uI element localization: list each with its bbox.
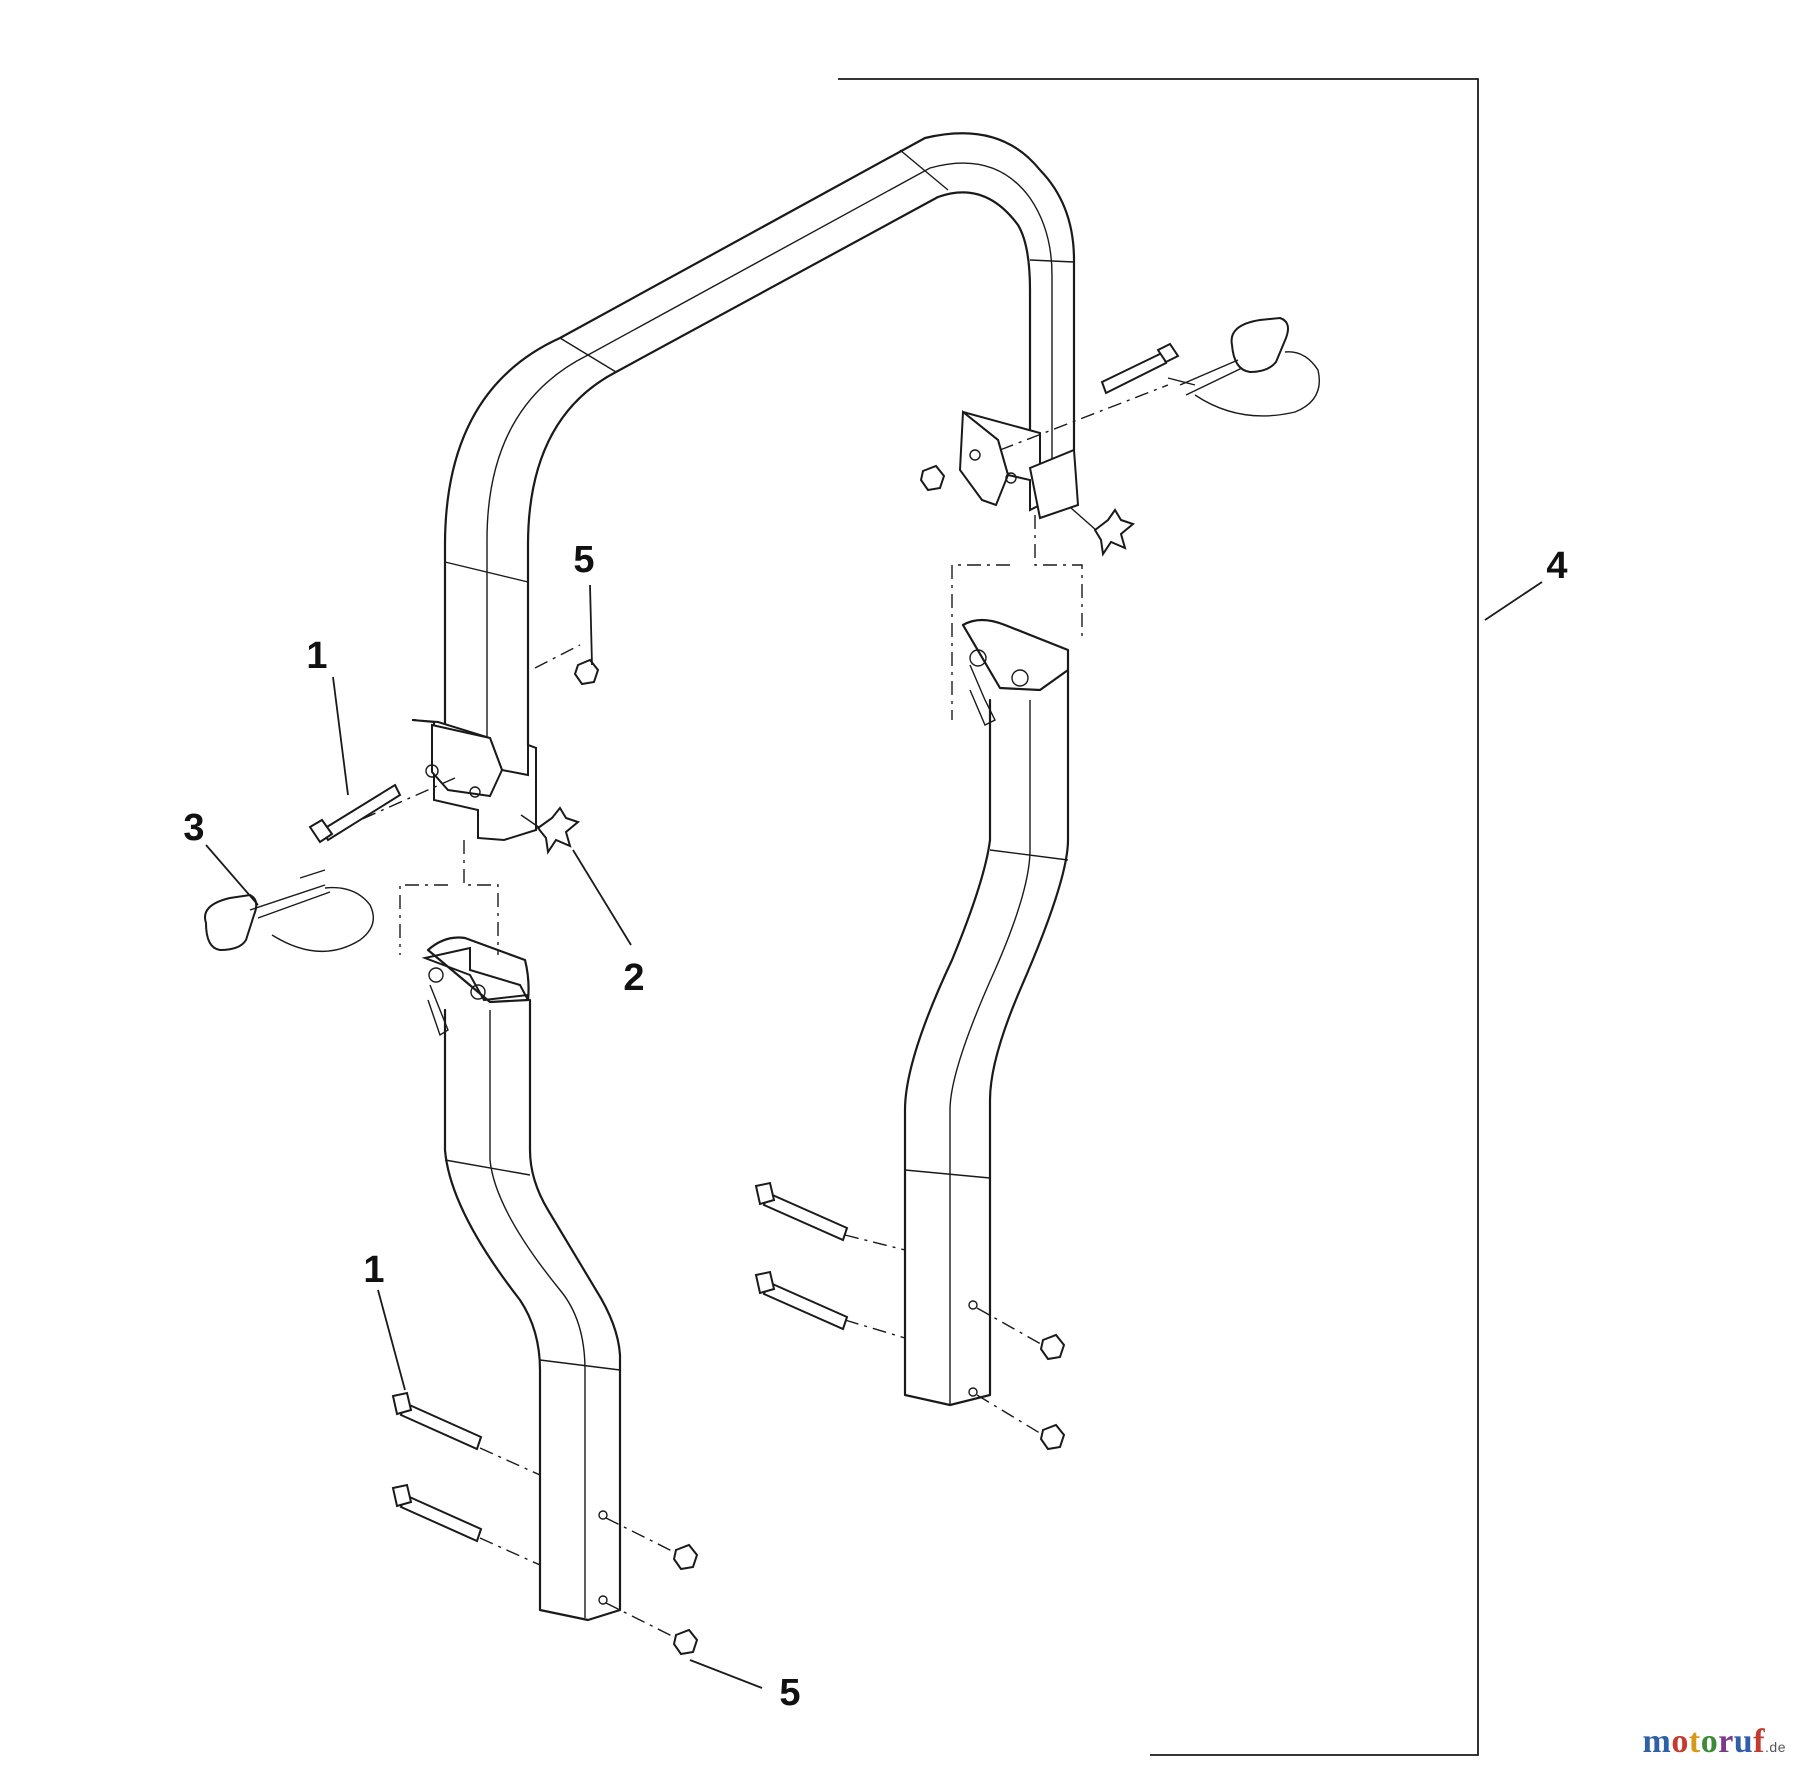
- lower-leg-right: [903, 618, 1070, 1407]
- hitch-pin-left: [204, 869, 374, 952]
- hitch-pin-right: [1167, 316, 1320, 417]
- leader-lines: [205, 581, 1543, 1689]
- bolt-left-1: [391, 1391, 483, 1451]
- bolt-right-1: [754, 1181, 849, 1242]
- bolts: [308, 342, 1180, 1543]
- upper-hoop: [411, 132, 1080, 842]
- callout-1-upper: 1: [306, 635, 327, 677]
- callout-1-lower: 1: [363, 1249, 384, 1291]
- bolt-upper-right: [1100, 342, 1180, 395]
- star-knobs: [520, 507, 1136, 855]
- callout-2: 2: [623, 957, 644, 999]
- callout-3: 3: [183, 807, 204, 849]
- callout-numbers: 1 1 2 3 4 5 5: [183, 539, 1567, 1714]
- watermark-logo: motoruf.de: [1642, 1723, 1786, 1760]
- callout-4: 4: [1546, 545, 1567, 587]
- lower-leg-left: [421, 936, 622, 1622]
- callout-5-lower: 5: [779, 1672, 800, 1714]
- bolt-upper-left: [308, 783, 402, 844]
- nuts: [573, 464, 1066, 1656]
- bolt-right-2: [754, 1270, 849, 1331]
- assembly-dash-lines: [359, 384, 1169, 1641]
- hitch-pins: [204, 316, 1320, 952]
- assembly-bracket: [838, 78, 1479, 1756]
- bolt-left-2: [391, 1483, 483, 1543]
- callout-5-upper: 5: [573, 539, 594, 581]
